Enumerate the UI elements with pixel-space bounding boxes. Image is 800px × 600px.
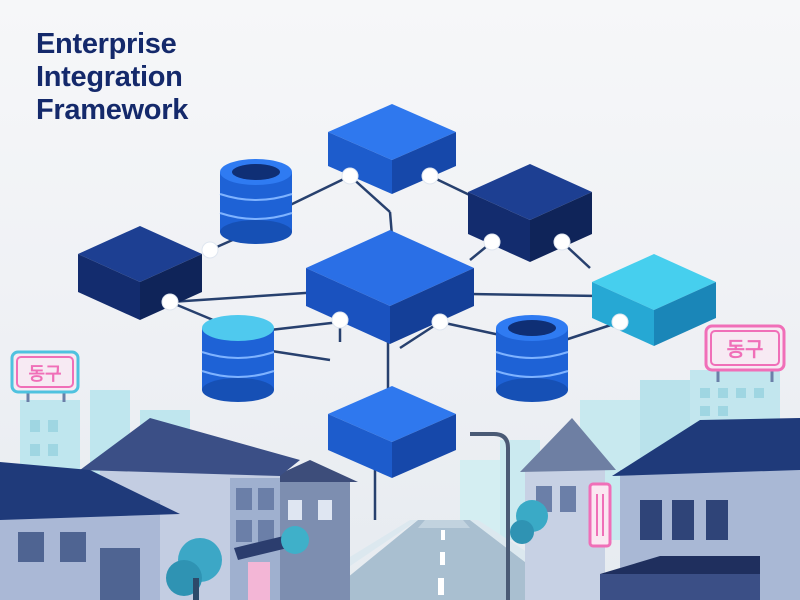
left-sign-text: 동구 <box>28 364 61 385</box>
connector-nodes <box>161 167 629 331</box>
vertical-neon-sign <box>588 482 612 548</box>
service-cube-right-navy <box>468 164 592 262</box>
database-icon-left <box>201 315 275 402</box>
service-cube-right-cyan <box>592 254 716 346</box>
service-cube-bottom <box>328 386 456 478</box>
right-sign-text: 동구 <box>727 337 764 361</box>
database-icon-top-left <box>219 159 293 244</box>
road <box>320 520 575 600</box>
road-dashes <box>438 530 445 595</box>
hub-cube-center <box>306 230 474 344</box>
database-icon-right <box>495 315 569 402</box>
service-cube-top <box>328 104 456 194</box>
service-cube-left-navy <box>78 226 202 320</box>
title-line-1: Enterprise <box>36 28 177 60</box>
title-line-2: Integration <box>36 61 183 93</box>
title-line-3: Framework <box>36 94 189 126</box>
page-title: Enterprise Integration Framework <box>36 28 188 127</box>
right-neon-sign: 동구 <box>704 324 786 382</box>
left-neon-sign: 동구 <box>10 350 80 402</box>
background-windows <box>30 388 764 456</box>
left-houses <box>0 418 358 600</box>
street-lamp <box>470 432 510 600</box>
